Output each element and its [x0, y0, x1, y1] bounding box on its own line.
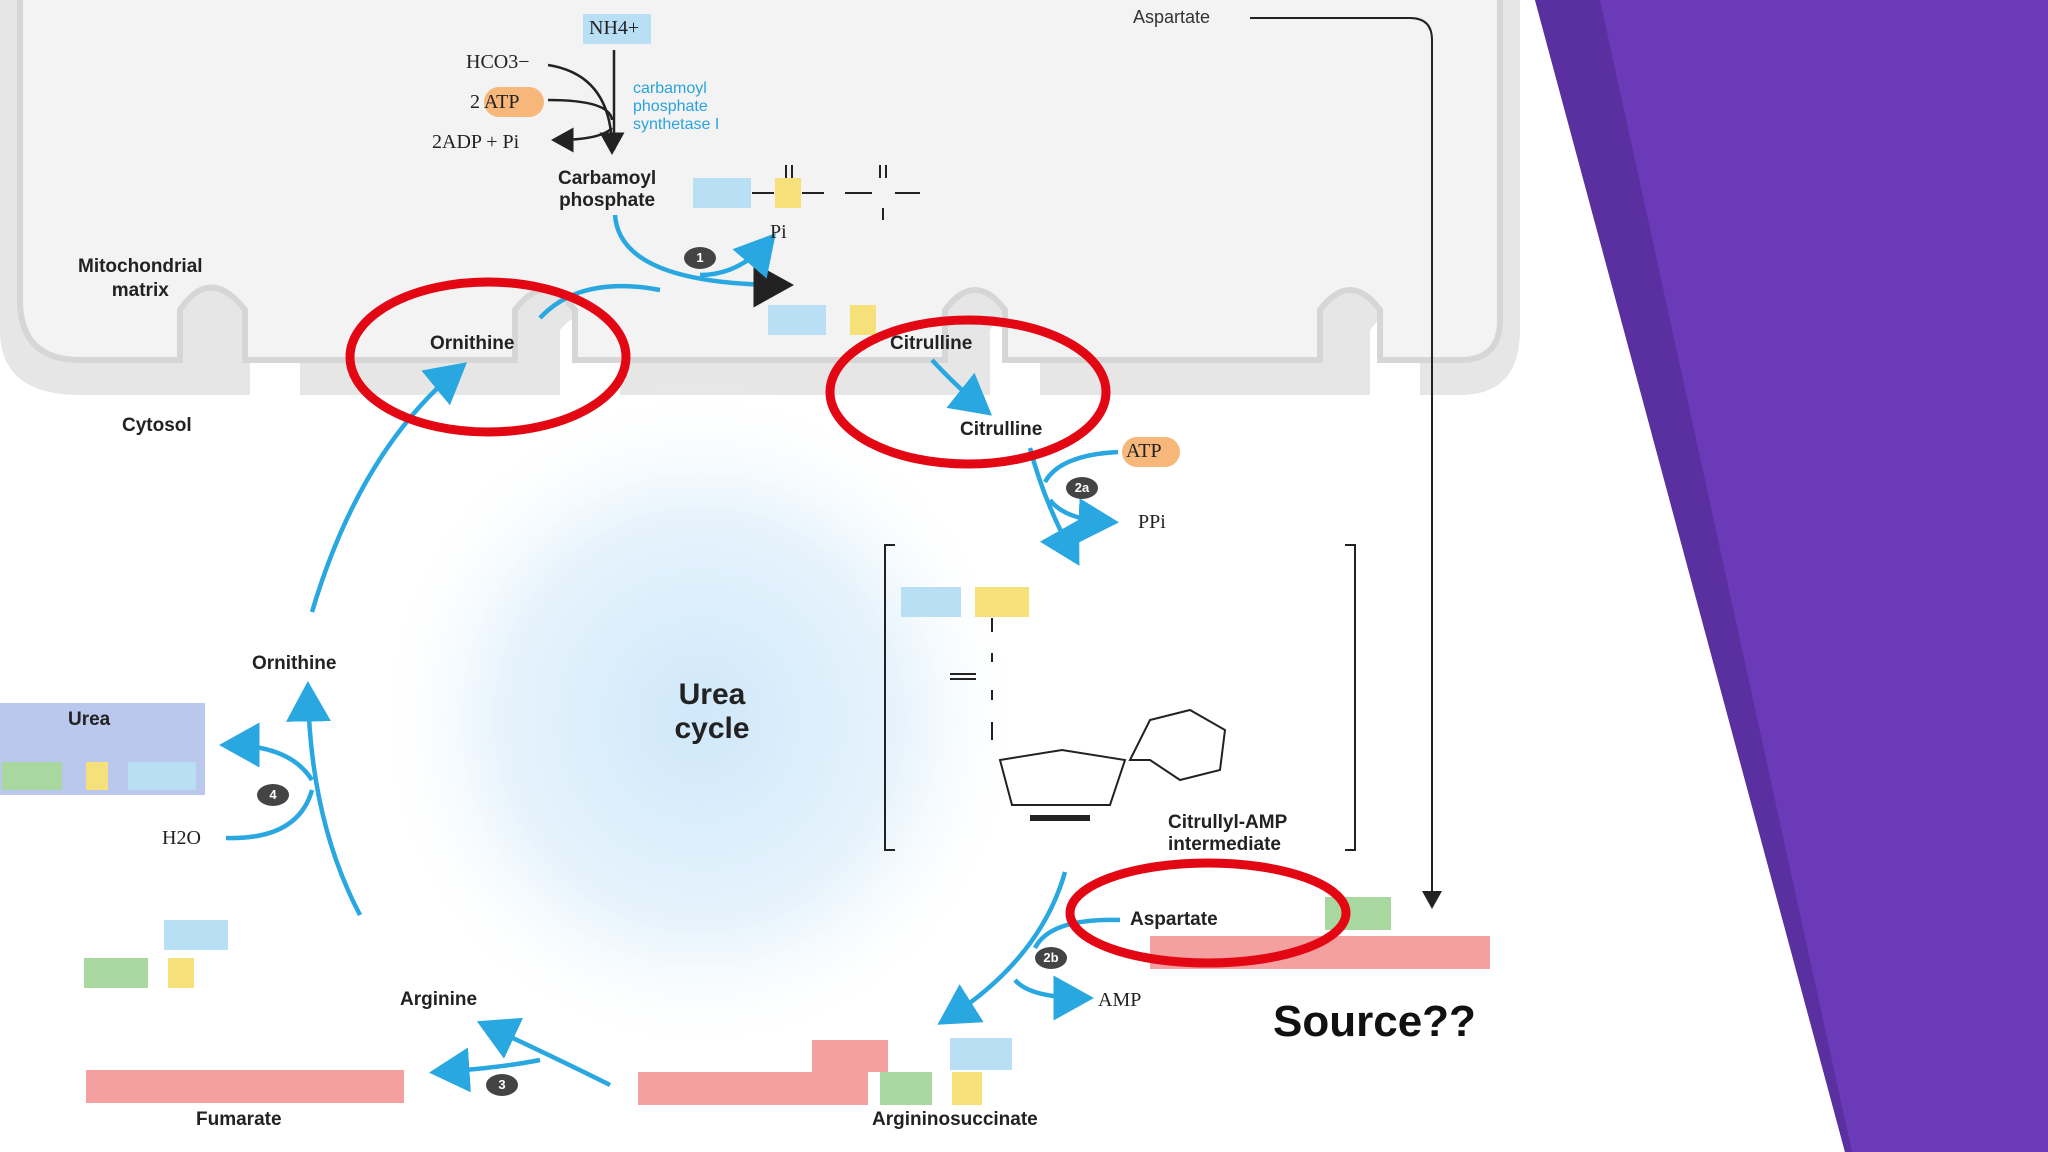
citrullyl-amp-label: Citrullyl-AMP intermediate [1168, 812, 1288, 855]
enzyme-label: carbamoyl phosphate synthetase I [633, 80, 720, 133]
h2o-label: H2O [162, 827, 201, 849]
citrulline-top-label: Citrulline [890, 333, 973, 354]
step2b-arrow [937, 871, 1068, 1025]
aspartate-source-label: Aspartate [1133, 7, 1211, 27]
aspartate-nh3-box [1325, 897, 1391, 930]
argsucc-nh-box [880, 1072, 932, 1105]
pi-label: Pi [770, 221, 787, 243]
step4-urea-out [219, 722, 314, 782]
atp-in-arrow [547, 98, 614, 121]
citrullyl-bonds [950, 618, 1227, 821]
nh4-label: NH4+ [589, 17, 640, 39]
arginine-label: Arginine [400, 989, 478, 1010]
highlight-aspartate [1065, 858, 1351, 968]
citrullyl-n-box [901, 587, 961, 617]
ornithine-transport [309, 362, 467, 613]
cytosol-label: Cytosol [122, 415, 192, 436]
atp-side-label: ATP [1126, 440, 1162, 462]
carbamoyl-bonds [752, 165, 920, 220]
highlight-ornithine [345, 277, 631, 437]
carbamoyl-phosphate-label: Carbamoyl phosphate [558, 168, 657, 211]
step-1-label: 1 [696, 250, 704, 265]
step-4-label: 4 [269, 787, 277, 802]
citrulline-c-box [850, 305, 876, 335]
mitochondrial-matrix-label: Mitochondrial matrix [78, 256, 203, 301]
ppi-side-label: PPi [1138, 511, 1166, 533]
argsucc-nh2-box [950, 1038, 1012, 1070]
cycle-glow [370, 380, 1030, 1060]
urea-n2-box [128, 762, 196, 790]
atp-oval [484, 87, 544, 117]
step-badge-3 [486, 1074, 518, 1096]
cps-arrow [547, 63, 625, 155]
atp-input-label: 2 ATP [470, 91, 520, 113]
step3-fumarate-out [429, 1047, 541, 1093]
source-question-annotation: Source?? [1273, 997, 1476, 1046]
highlight-citrulline [825, 315, 1111, 469]
step-2a-label: 2a [1074, 480, 1090, 495]
citrulline-transport [930, 358, 993, 416]
argsucc-c-box [952, 1072, 982, 1105]
step1-arrow [612, 214, 794, 308]
step2b-amp-out [1013, 975, 1094, 1021]
citrulline-cytosol-label: Citrulline [960, 419, 1043, 440]
arginine-c-box [168, 958, 194, 988]
hco3-label: HCO3− [466, 51, 530, 73]
purple-band [1535, 0, 2048, 1152]
step2a-ppi-out [1048, 498, 1119, 544]
step-badges [257, 247, 1098, 1096]
aspartate-label: Aspartate [1130, 909, 1218, 930]
ornithine-top-label: Ornithine [430, 333, 515, 354]
urea-cycle-title: Urea cycle [674, 678, 750, 745]
step-badge-1 [684, 247, 716, 269]
argsucc-red-box [638, 1072, 868, 1105]
argsucc-coo-box [812, 1040, 888, 1072]
atp2-oval [1122, 437, 1180, 467]
ornithine-left-label: Ornithine [252, 653, 337, 674]
urea-n-box [2, 762, 62, 790]
inner-membrane [17, 0, 1503, 363]
aspartate-import-line [1250, 17, 1442, 909]
carbamoyl-c-box [775, 178, 801, 208]
amp-side-label: AMP [1098, 989, 1142, 1011]
step-2b-label: 2b [1043, 950, 1059, 965]
adp-out-arrow [551, 127, 613, 153]
citrulline-n-box [768, 305, 826, 335]
step-3-label: 3 [498, 1077, 506, 1092]
nh4-box [583, 14, 651, 44]
urea-c-box [86, 762, 108, 790]
bracket-lines [884, 544, 1356, 851]
step-badge-2b [1035, 947, 1067, 969]
step-badge-4 [257, 784, 289, 806]
purple-band-dark [1535, 0, 1852, 1152]
step1-ornithine-in [538, 283, 661, 320]
urea-label: Urea [68, 709, 111, 730]
carbamoyl-n-box [693, 178, 751, 208]
step4-arrow [285, 681, 362, 917]
step3-arrow [476, 1017, 612, 1088]
step2b-asp-in [1032, 917, 1121, 950]
step-badge-2a [1066, 477, 1098, 499]
argininosuccinate-label: Argininosuccinate [872, 1109, 1038, 1130]
fumarate-label: Fumarate [196, 1109, 282, 1130]
step2a-atp-in [1043, 449, 1119, 484]
arginine-h2n-box [84, 958, 148, 988]
arginine-nh2-box [164, 920, 228, 950]
adp-output-label: 2ADP + Pi [432, 131, 520, 153]
step1-pi-out [699, 233, 776, 279]
fumarate-box [86, 1070, 404, 1103]
step4-h2o-in [225, 789, 315, 841]
citrullyl-c-box [975, 587, 1029, 617]
